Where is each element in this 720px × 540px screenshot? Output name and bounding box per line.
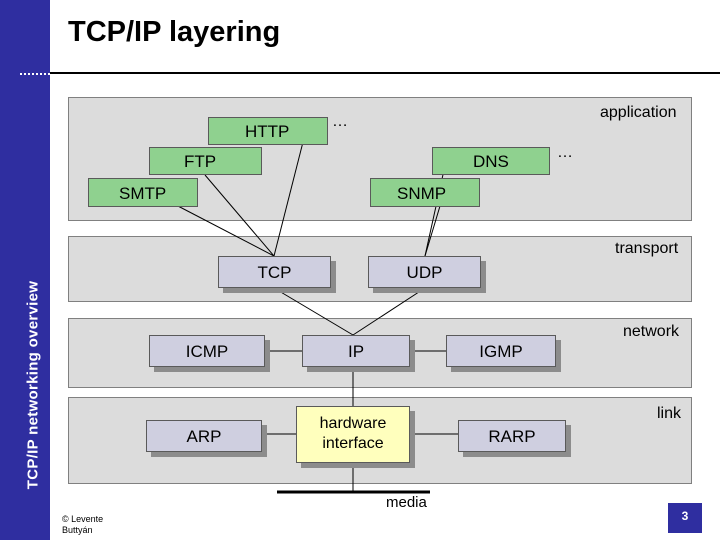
dns-box: DNS <box>432 147 550 175</box>
tcp-ip-line <box>273 287 354 336</box>
sidebar-divider <box>20 73 50 75</box>
ip-box: IP <box>302 335 410 367</box>
snmp-udp-line <box>424 205 441 257</box>
http-box: HTTP <box>208 117 328 145</box>
application-ellipsis: … <box>332 113 348 130</box>
tcp-label: TCP <box>257 263 292 282</box>
ftp-tcp-line <box>204 174 275 257</box>
udp-ip-line <box>352 287 426 336</box>
page-number: 3 <box>668 503 702 533</box>
smtp-label: SMTP <box>119 184 167 203</box>
rarp-box: RARP <box>458 420 566 452</box>
slide-title: TCP/IP layering <box>68 16 281 48</box>
smtp-tcp-line <box>175 204 275 257</box>
media-label: media <box>386 494 427 511</box>
application-layer-label: application <box>600 104 677 121</box>
udp-label: UDP <box>406 263 443 282</box>
http-label: HTTP <box>245 122 290 141</box>
smtp-box: SMTP <box>88 178 198 207</box>
rarp-label: RARP <box>488 427 536 446</box>
tcp-box: TCP <box>218 256 331 288</box>
snmp-label: SNMP <box>397 184 447 203</box>
title-rule <box>50 72 720 74</box>
ip-label: IP <box>347 342 365 361</box>
network-layer-label: network <box>623 323 680 340</box>
udp-box: UDP <box>368 256 481 288</box>
hardware-interface-label: hardware interface <box>319 415 387 452</box>
icmp-label: ICMP <box>185 342 229 361</box>
icmp-box: ICMP <box>149 335 265 367</box>
transport-layer-label: transport <box>615 240 679 257</box>
snmp-box: SNMP <box>370 178 480 207</box>
arp-label: ARP <box>186 427 222 446</box>
ftp-box: FTP <box>149 147 262 175</box>
application-ellipsis-2: … <box>557 144 573 161</box>
http-tcp-line <box>273 141 304 257</box>
igmp-label: IGMP <box>479 342 523 361</box>
arp-box: ARP <box>146 420 262 452</box>
ftp-label: FTP <box>184 152 217 171</box>
copyright-text: © Levente Buttyán <box>62 514 104 535</box>
igmp-box: IGMP <box>446 335 556 367</box>
dns-label: DNS <box>473 152 509 171</box>
link-layer-label: link <box>657 405 682 422</box>
hardware-interface-box: hardware interface <box>296 406 410 463</box>
sidebar <box>0 0 50 540</box>
